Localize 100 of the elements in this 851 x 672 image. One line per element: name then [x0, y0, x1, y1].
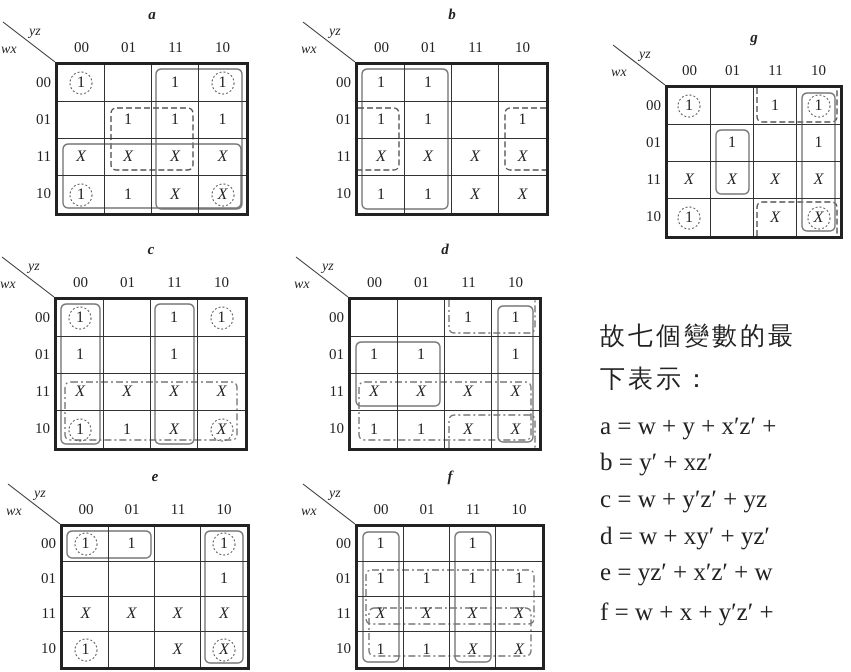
column-header: 01: [418, 501, 436, 520]
cell-value: 1: [218, 74, 226, 92]
column-header: 00: [366, 274, 383, 293]
cell-value: 1: [171, 74, 179, 92]
cell-value: X: [770, 171, 780, 189]
map-cell: [151, 374, 198, 411]
cell-value: 1: [170, 346, 178, 364]
cell-value: 1: [76, 420, 84, 438]
map-title: c: [146, 241, 156, 259]
map-cell: [754, 125, 797, 162]
equation-text: f = w + x + y′z′ +: [600, 598, 774, 628]
column-header: 10: [213, 274, 230, 293]
map-cell: [711, 88, 754, 125]
map-cell: [57, 374, 104, 411]
row-header: 10: [35, 185, 51, 204]
map-cell: [104, 337, 151, 374]
cell-value: 1: [685, 208, 693, 226]
map-cell: [450, 562, 496, 597]
cell-value: X: [518, 148, 528, 166]
column-header: 11: [170, 501, 186, 520]
cell-value: X: [219, 605, 229, 623]
axis-label: yz: [639, 47, 651, 63]
cell-value: 1: [422, 640, 430, 658]
cell-value: X: [376, 605, 386, 623]
row-header: 10: [335, 640, 351, 659]
row-header: 11: [36, 148, 51, 167]
axis-label: yz: [329, 24, 341, 40]
row-header: 01: [645, 134, 661, 153]
cell-value: 1: [82, 535, 90, 553]
map-cell: [151, 300, 198, 337]
column-header: 01: [420, 39, 437, 58]
row-header: 00: [335, 535, 351, 554]
cell-value: 1: [464, 309, 472, 327]
cell-value: X: [468, 605, 478, 623]
column-header: 10: [507, 274, 524, 293]
map-cell: [351, 337, 398, 374]
cell-value: X: [76, 148, 86, 166]
map-cell: [151, 337, 198, 374]
map-cell: [404, 597, 450, 632]
axis-label: wx: [6, 504, 22, 520]
equation-text: e = yz′ + x′z′ + w: [600, 558, 773, 588]
map-cell: [109, 562, 155, 597]
map-cell: [358, 527, 404, 562]
map-cell: [404, 527, 450, 562]
column-header: 11: [460, 274, 477, 293]
cell-value: X: [770, 208, 780, 226]
row-header: 11: [336, 605, 351, 624]
cell-value: 1: [771, 97, 779, 115]
cell-value: 1: [377, 74, 385, 92]
cell-value: 1: [220, 570, 228, 588]
cell-value: X: [470, 148, 480, 166]
column-header: 10: [216, 501, 232, 520]
column-header: 00: [372, 501, 390, 520]
cell-value: X: [123, 148, 133, 166]
axis-label: wx: [1, 42, 17, 58]
map-cell: [63, 562, 109, 597]
map-cell: [450, 597, 496, 632]
cell-value: 1: [424, 186, 432, 204]
cell-value: 1: [218, 309, 226, 327]
map-cell: [105, 65, 152, 102]
row-header: 10: [328, 420, 344, 439]
cell-value: 1: [424, 74, 432, 92]
column-header: 10: [510, 501, 528, 520]
row-header: 10: [335, 185, 351, 204]
row-header: 10: [34, 420, 50, 439]
cell-value: 1: [515, 570, 523, 588]
row-header: 10: [40, 640, 56, 659]
axis-label: wx: [611, 65, 627, 81]
row-header: 11: [40, 605, 56, 624]
cell-value: 1: [518, 111, 526, 129]
cell-value: X: [468, 640, 478, 658]
map-cell: [445, 300, 492, 337]
column-header: 01: [119, 274, 136, 293]
cell-value: X: [416, 383, 426, 401]
cell-value: 1: [77, 74, 85, 92]
column-header: 01: [724, 62, 741, 81]
cell-value: 1: [512, 346, 520, 364]
cell-value: 1: [77, 186, 85, 204]
axis-label: yz: [28, 259, 40, 275]
axis-label: wx: [0, 277, 16, 293]
map-cell: [404, 562, 450, 597]
column-header: 11: [167, 39, 184, 58]
map-cell: [358, 65, 405, 102]
row-header: 01: [335, 570, 351, 589]
cell-value: X: [463, 420, 473, 438]
map-cell: [358, 139, 405, 176]
map-cell: [155, 597, 201, 632]
row-header: 11: [646, 171, 661, 190]
row-header: 01: [34, 346, 50, 365]
column-header: 10: [810, 62, 827, 81]
column-header: 11: [467, 39, 484, 58]
column-header: 11: [767, 62, 784, 81]
column-header: 10: [214, 39, 231, 58]
cell-value: X: [814, 171, 824, 189]
map-cell: [152, 65, 199, 102]
cell-value: X: [172, 605, 182, 623]
cell-value: X: [684, 171, 694, 189]
column-header: 01: [124, 501, 140, 520]
map-cell: [58, 139, 105, 176]
map-cell: [109, 527, 155, 562]
